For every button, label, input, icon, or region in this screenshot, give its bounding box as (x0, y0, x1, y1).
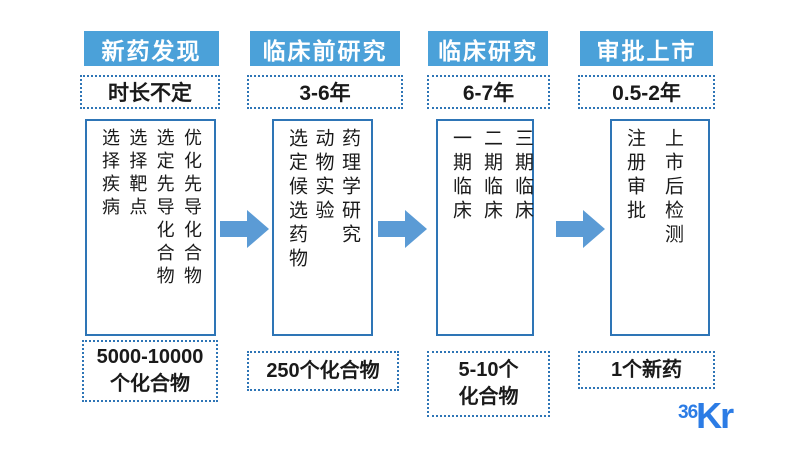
step-text: 注册审批 (624, 128, 645, 224)
step-text: 动物实验 (312, 128, 334, 224)
step-text: 一期临床 (450, 128, 471, 224)
step-text: 选择疾病 (100, 128, 120, 220)
stage-duration: 6-7年 (427, 75, 550, 109)
logo-36kr: 36 Kr (678, 395, 734, 436)
stage-output-box: 5-10个 化合物 (427, 351, 550, 417)
step-text: 选定先导化合物 (154, 128, 175, 289)
step-text: 药理学研究 (339, 128, 360, 248)
stage-title: 新药发现 (84, 31, 219, 66)
stage-steps-box: 选定候选药物 动物实验 药理学研究 (272, 119, 373, 336)
logo-kr-text: Kr (696, 395, 734, 436)
stage-duration: 时长不定 (80, 75, 220, 109)
stage-steps-box: 选择疾病 选择靶点 选定先导化合物 优化先导化合物 (85, 119, 216, 336)
stage-output-box: 1个新药 (578, 351, 715, 389)
stage-output-box: 5000-10000 个化合物 (82, 340, 218, 402)
stage-title: 审批上市 (580, 31, 713, 66)
stage-steps-box: 注册审批 上市后检测 (610, 119, 710, 336)
flow-arrow-icon (556, 209, 606, 249)
step-text: 二期临床 (481, 128, 502, 224)
step-text: 选定候选药物 (286, 128, 307, 272)
flow-arrow-icon (220, 209, 270, 249)
stage-duration: 0.5-2年 (578, 75, 715, 109)
stage-title: 临床研究 (428, 31, 548, 66)
step-text: 三期临床 (512, 128, 533, 224)
step-text: 优化先导化合物 (181, 128, 202, 289)
stage-output-box: 250个化合物 (247, 351, 399, 391)
step-text: 选择靶点 (127, 128, 148, 220)
logo-36-text: 36 (678, 402, 698, 423)
step-text: 上市后检测 (662, 128, 683, 248)
flow-arrow-icon (378, 209, 428, 249)
stage-duration: 3-6年 (247, 75, 403, 109)
stage-steps-box: 一期临床 二期临床 三期临床 (436, 119, 534, 336)
stage-title: 临床前研究 (250, 31, 400, 66)
